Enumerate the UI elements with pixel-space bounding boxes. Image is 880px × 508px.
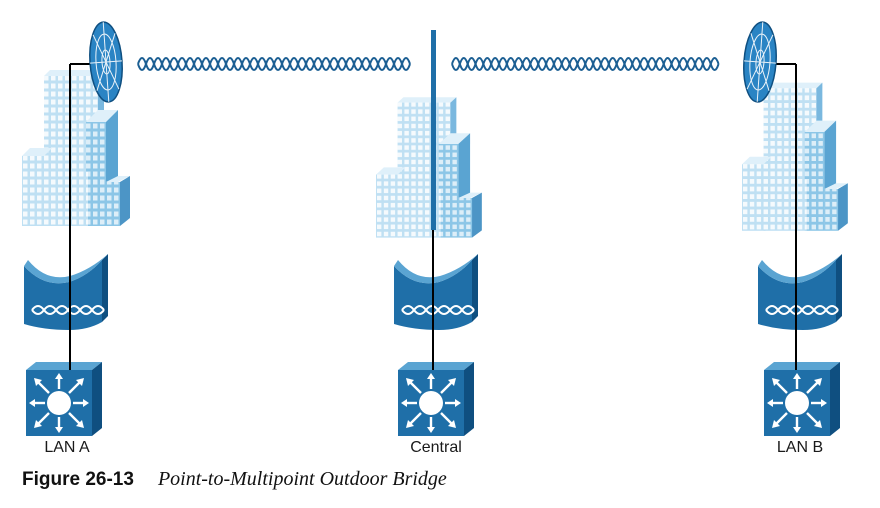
site-label-central: Central xyxy=(410,439,462,456)
site-central: Central xyxy=(376,30,482,456)
bridge-icon xyxy=(757,253,843,331)
bridge-icon xyxy=(393,253,479,331)
mast-antenna-icon xyxy=(431,30,436,230)
figure-caption: Figure 26-13 Point-to-Multipoint Outdoor… xyxy=(22,468,447,491)
building-icon xyxy=(742,82,848,231)
switch-icon xyxy=(24,360,104,438)
radio-link-right xyxy=(451,57,720,71)
radio-wave-icon xyxy=(451,57,720,71)
switch-icon xyxy=(396,360,476,438)
site-lan-b: LAN B xyxy=(740,20,848,456)
figure-title: Point-to-Multipoint Outdoor Bridge xyxy=(157,468,447,490)
bridge-icon xyxy=(23,253,109,331)
site-label-lan-b: LAN B xyxy=(777,439,823,456)
radio-link-left xyxy=(137,57,411,71)
site-lan-a: LAN A xyxy=(22,20,130,456)
building-icon xyxy=(376,97,482,238)
figure-label: Figure 26-13 xyxy=(22,469,134,490)
radio-wave-icon xyxy=(137,57,411,71)
switch-icon xyxy=(762,360,842,438)
site-label-lan-a: LAN A xyxy=(44,439,90,456)
